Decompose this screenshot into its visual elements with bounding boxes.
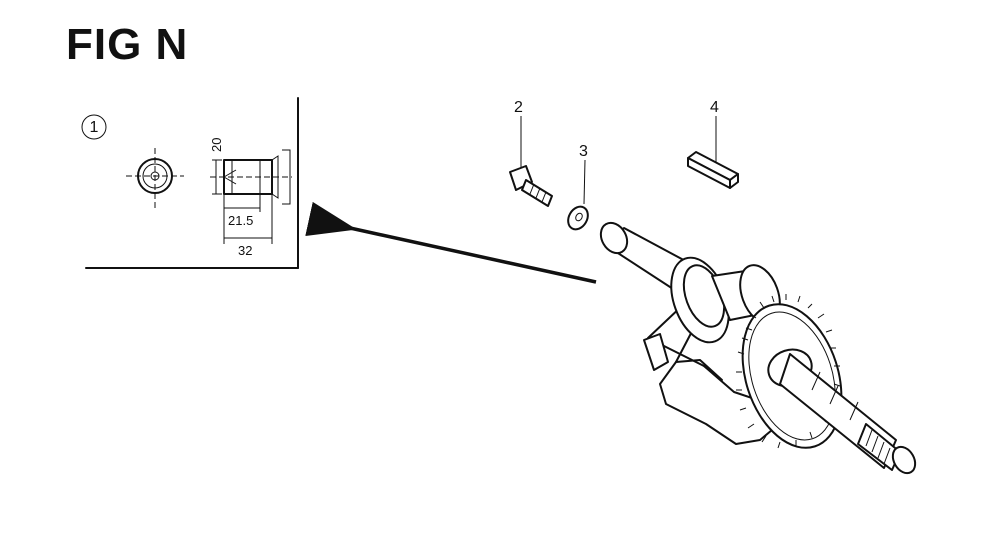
end-view-icon <box>126 148 184 210</box>
dimension-total-length: 32 <box>238 243 252 258</box>
part-3-group: 3 <box>567 143 589 231</box>
part-4-number: 4 <box>710 99 719 116</box>
part-3-number: 3 <box>579 143 588 160</box>
side-view-icon <box>210 149 292 205</box>
figure-title: FIG N <box>66 20 189 69</box>
part-2-number: 2 <box>514 99 523 116</box>
part-4-group: 4 <box>687 99 739 189</box>
crankshaft-icon <box>599 221 917 475</box>
bolt-icon <box>509 165 553 207</box>
detail-callout-marker: 1 <box>81 114 107 140</box>
key-icon <box>687 151 739 189</box>
detail-callout-number: 1 <box>90 119 99 136</box>
detail-view-box: 1 20 21.5 <box>81 97 299 269</box>
dimension-inner-length: 21.5 <box>228 213 253 228</box>
dimension-height: 20 <box>209 138 224 152</box>
part-2-group: 2 <box>509 99 553 207</box>
detail-pointer-arrow <box>305 201 597 284</box>
washer-icon <box>567 205 589 231</box>
dimension-lines: 20 21.5 32 <box>209 138 273 258</box>
